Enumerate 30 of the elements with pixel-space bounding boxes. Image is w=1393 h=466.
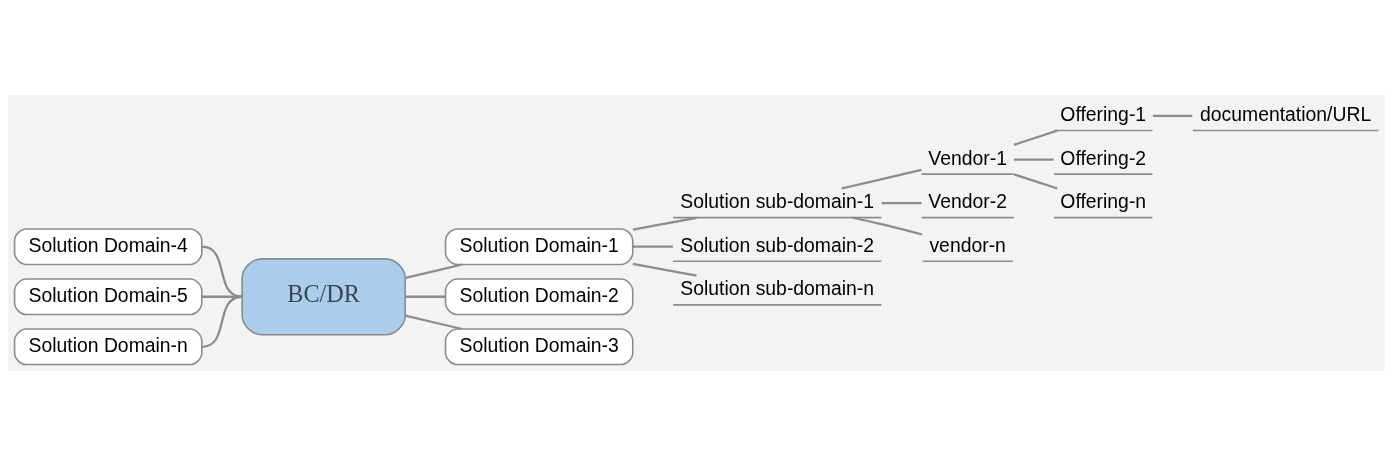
connector [1013,129,1058,146]
node-text: Offering-2 [1060,146,1147,169]
node-box: Solution Domain-1 [444,228,634,266]
node-box: Solution Domain-4 [13,228,203,266]
node-text: documentation/URL [1200,102,1372,125]
node-box: Solution Domain-2 [444,278,634,316]
node-box: Solution Domain-3 [444,328,634,366]
connector [881,202,922,205]
node-box: Solution Domain-n [13,328,203,366]
node-text: Solution sub-domain-2 [680,233,875,256]
node-text: vendor-n [929,233,1006,256]
node-text: Offering-1 [1060,102,1147,125]
connector [1013,173,1058,190]
connector [841,168,922,190]
node-box: Solution Domain-5 [13,278,203,316]
node-text: Vendor-2 [928,190,1007,213]
connector [632,245,673,248]
node-text: Offering-n [1060,190,1147,213]
node-text: Vendor-1 [928,146,1007,169]
connector [201,245,243,298]
node-text: Solution sub-domain-1 [680,190,875,213]
connector [1152,114,1193,118]
connector [405,295,446,298]
connector [1014,158,1054,161]
node-text: Solution sub-domain-n [680,277,875,300]
connector [852,216,923,236]
connector [632,262,697,277]
connector [632,216,697,231]
connector [201,295,243,348]
node-box: BC/DR [241,258,406,336]
